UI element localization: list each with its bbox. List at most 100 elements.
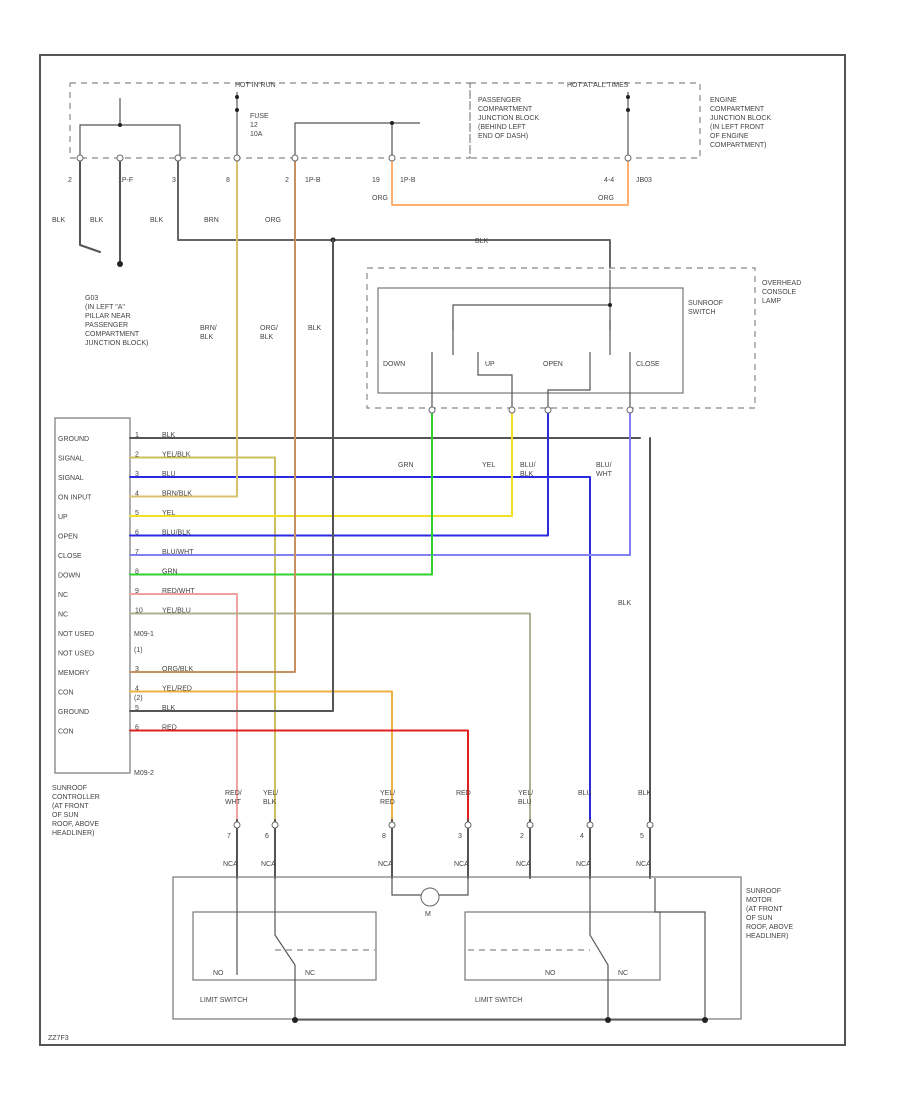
controller-pin-number: 4	[135, 686, 139, 693]
motor-nca-label: NCA	[636, 861, 651, 868]
passenger-jb-bus	[294, 122, 420, 157]
wire-label-org: ORG	[372, 195, 388, 202]
motor-nca-label: NCA	[576, 861, 591, 868]
controller-pin-number: 7	[135, 549, 139, 556]
engine-junction-block-outline	[469, 82, 701, 159]
motor-wire-label: BLU	[578, 790, 592, 797]
sunroof-motor-body	[172, 876, 742, 1020]
controller-pin-number: 5	[135, 510, 139, 517]
wire-blk	[129, 239, 334, 712]
motor-wire-label: BLK	[638, 790, 652, 797]
controller-pin-name: GROUND	[58, 436, 89, 443]
wire-label-blk: BLK	[90, 217, 104, 224]
connector-id: M09-1	[134, 631, 154, 638]
controller-pin-number: 2	[135, 452, 139, 459]
wire-bluwht	[129, 409, 631, 556]
switch-label-up[interactable]: UP	[485, 361, 495, 368]
controller-pin-number: 6	[135, 530, 139, 537]
motor-nca-label: NCA	[454, 861, 469, 868]
wire-blu	[129, 476, 591, 821]
wire-orgblk	[129, 157, 296, 673]
controller-pin-name: UP	[58, 514, 68, 521]
pin-label: 2	[285, 177, 289, 184]
controller-pin-name: NOT USED	[58, 651, 94, 658]
pin-label: 19	[372, 177, 380, 184]
motor-symbol	[420, 887, 440, 907]
motor-wire-label: YEL/BLK	[263, 790, 278, 806]
controller-pin-name: NOT USED	[58, 631, 94, 638]
motor-pin-number: 8	[382, 833, 386, 840]
motor-nca-label: NCA	[378, 861, 393, 868]
switch-common-bus	[452, 270, 611, 355]
switch-label-open[interactable]: OPEN	[543, 361, 563, 368]
switch-label-close[interactable]: CLOSE	[636, 361, 660, 368]
switch-output-traces	[431, 352, 631, 408]
motor-pin-number: 5	[640, 833, 644, 840]
motor-pin-number: 2	[520, 833, 524, 840]
blk-switch-ground-wire	[177, 157, 611, 269]
controller-wire-label: YEL/RED	[162, 686, 192, 693]
motor-label: M	[425, 911, 431, 918]
splice-dot	[626, 95, 630, 99]
pin-label: 2	[68, 177, 72, 184]
switch-connector-pin	[626, 406, 634, 414]
motor-connector-pin	[646, 821, 654, 829]
pin-label: 3	[172, 177, 176, 184]
junction-connector-pin	[76, 154, 84, 162]
controller-pin-number: 3	[135, 471, 139, 478]
connector-id: (2)	[134, 695, 143, 702]
wire-label-grn: GRN	[398, 462, 414, 469]
wire-label-blu-wht: BLU/WHT	[596, 462, 613, 478]
controller-wire-label: YEL/BLU	[162, 608, 191, 615]
motor-wire-label: YEL/RED	[380, 790, 395, 806]
contact-label: NO	[545, 970, 556, 977]
wire-grn	[129, 409, 433, 576]
fuse-terminal	[235, 108, 239, 112]
motor-connector-pin	[271, 821, 279, 829]
org-power-wire	[391, 157, 629, 206]
limit-switch-left-traces	[236, 878, 296, 1020]
ground-splice	[605, 1017, 611, 1023]
switch-contacts	[452, 320, 611, 330]
motor-pin-number: 4	[580, 833, 584, 840]
wire-blu	[129, 409, 549, 537]
pin-label: 8	[226, 177, 230, 184]
controller-pin-name: GROUND	[58, 709, 89, 716]
wire-brnblk	[129, 157, 238, 498]
controller-pin-number: 5	[135, 705, 139, 712]
diagram-id: ZZ7F3	[48, 1035, 69, 1042]
wire-label-brn: BRN	[204, 217, 219, 224]
motor-nca-label: NCA	[261, 861, 276, 868]
hot-at-all-times-label: HOT AT ALL TIMES	[567, 82, 629, 89]
junction-connector-pin	[388, 154, 396, 162]
junction-connector-pin	[291, 154, 299, 162]
motor-wire-label: RED/WHT	[225, 790, 242, 806]
sunroof-controller-body	[54, 417, 131, 774]
motor-wire-label: YEL/BLU	[518, 790, 533, 806]
controller-wire-label: BLU/BLK	[162, 530, 191, 537]
controller-wire-label: BLU/WHT	[162, 549, 194, 556]
controller-wire-label: BLK	[162, 705, 176, 712]
junction-connector-pin	[233, 154, 241, 162]
switch-label-down[interactable]: DOWN	[383, 361, 405, 368]
limit-switch-left	[192, 911, 377, 981]
wire-label-blk: BLK	[475, 238, 489, 245]
controller-pin-number: 9	[135, 588, 139, 595]
wire-yelred	[129, 690, 393, 821]
wire-label-brn-blk: BRN/BLK	[200, 325, 217, 341]
fuse-terminal	[626, 108, 630, 112]
splice-dot	[608, 303, 612, 307]
passenger-junction-block-outline	[69, 82, 471, 159]
controller-pin-number: 8	[135, 569, 139, 576]
controller-pin-name: NC	[58, 612, 68, 619]
controller-wire-label: GRN	[162, 569, 178, 576]
motor-lead-wires	[236, 819, 651, 879]
controller-pin-name: CON	[58, 690, 74, 697]
wire-label-blk: BLK	[52, 217, 66, 224]
controller-wires	[129, 157, 651, 879]
controller-pin-name: SIGNAL	[58, 456, 84, 463]
switch-connector-pin	[544, 406, 552, 414]
